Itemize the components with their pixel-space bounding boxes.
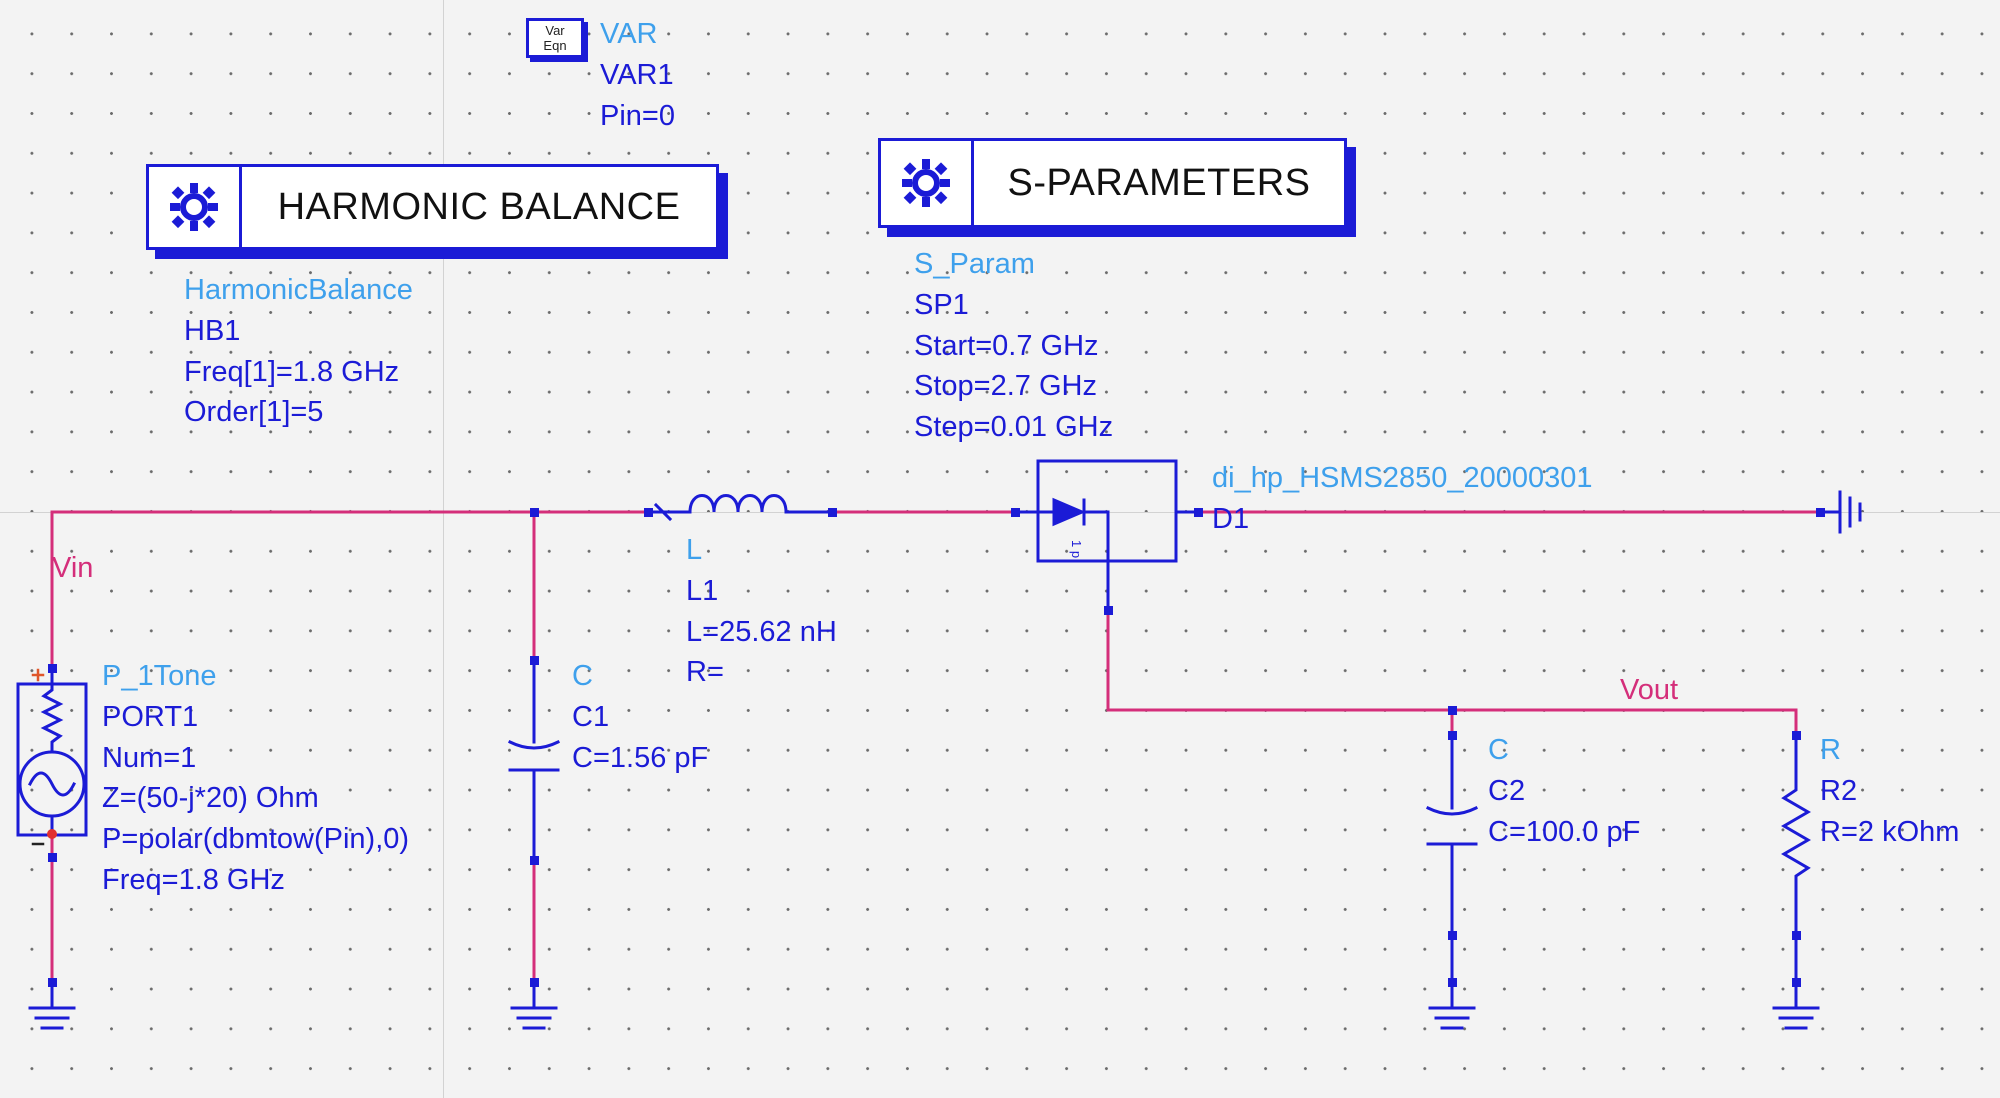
crosshair-vertical: [443, 0, 444, 1098]
s-parameters-controller[interactable]: S-PARAMETERS: [878, 138, 1347, 228]
port-param-p: P=polar(dbmtow(Pin),0): [102, 823, 410, 856]
net-label-vin: Vin: [52, 552, 94, 584]
l1-name: L1: [686, 574, 719, 607]
c1-type: C: [572, 660, 593, 692]
capacitor-c2-symbol[interactable]: [1425, 733, 1479, 984]
port-polarity: [31, 668, 57, 846]
r2-value: R=2 kOhm: [1820, 815, 1960, 848]
s-parameters-label: S_Param SP1 Start=0.7 GHz Stop=2.7 GHz S…: [914, 244, 1113, 448]
port-param-z: Z=(50-j*20) Ohm: [102, 782, 319, 815]
pins: [48, 508, 1825, 987]
harmonic-balance-title: HARMONIC BALANCE: [277, 185, 681, 228]
diode-pin-text: 1 p: [1069, 540, 1084, 558]
hb-param-order: Order[1]=5: [184, 396, 324, 429]
diode-d1-symbol[interactable]: [1013, 459, 1200, 612]
c2-type: C: [1488, 734, 1509, 766]
l1-label: L L1 L=25.62 nH R=: [686, 530, 837, 693]
resistor-r2-symbol[interactable]: [1781, 733, 1811, 984]
port-param-freq: Freq=1.8 GHz: [102, 863, 285, 896]
diode-model: di_hp_HSMS2850_20000301: [1212, 462, 1593, 494]
diode-label: di_hp_HSMS2850_20000301 D1: [1212, 458, 1593, 540]
l1-type: L: [686, 534, 703, 566]
sp-name: SP1: [914, 288, 969, 321]
c1-label: C C1 C=1.56 pF: [572, 656, 708, 778]
var-name: VAR1: [600, 58, 674, 91]
c1-value: C=1.56 pF: [572, 741, 709, 774]
l1-value: L=25.62 nH: [686, 615, 837, 648]
ground-r2-icon: [1772, 980, 1820, 1030]
r2-label: R R2 R=2 kOhm: [1820, 730, 1959, 852]
diode-name: D1: [1212, 502, 1250, 535]
hb-param-freq: Freq[1]=1.8 GHz: [184, 355, 400, 388]
sp-param-step: Step=0.01 GHz: [914, 411, 1114, 444]
s-parameters-title: S-PARAMETERS: [1007, 161, 1311, 204]
c2-label: C C2 C=100.0 pF: [1488, 730, 1640, 852]
sp-param-start: Start=0.7 GHz: [914, 329, 1099, 362]
c1-name: C1: [572, 700, 610, 733]
r2-type: R: [1820, 734, 1841, 766]
l1-r: R=: [686, 656, 724, 689]
net-label-vout: Vout: [1620, 674, 1679, 706]
port-param-num: Num=1: [102, 741, 197, 774]
port-source-symbol[interactable]: [16, 666, 88, 837]
ground-port-icon: [28, 980, 76, 1030]
port-type: P_1Tone: [102, 660, 217, 692]
var-param: Pin=0: [600, 99, 675, 132]
r2-name: R2: [1820, 774, 1858, 807]
hb-type: HarmonicBalance: [184, 274, 413, 306]
port-label: P_1Tone PORT1 Num=1 Z=(50-j*20) Ohm P=po…: [102, 656, 409, 901]
ground-c2-icon: [1428, 980, 1476, 1030]
var-type: VAR: [600, 18, 658, 50]
harmonic-balance-controller[interactable]: HARMONIC BALANCE: [146, 164, 719, 250]
c2-value: C=100.0 pF: [1488, 815, 1641, 848]
c2-name: C2: [1488, 774, 1526, 807]
ground-c1-icon: [510, 980, 558, 1030]
var-label: VAR VAR1 Pin=0: [600, 14, 675, 136]
wire-vin-top: [50, 510, 650, 670]
port-name: PORT1: [102, 700, 199, 733]
gear-icon: [149, 167, 242, 247]
inductor-l1-symbol[interactable]: [646, 494, 834, 522]
gear-icon: [881, 141, 974, 225]
ground-diode-icon: [1818, 490, 1862, 534]
sp-param-stop: Stop=2.7 GHz: [914, 370, 1097, 403]
sp-type: S_Param: [914, 248, 1035, 280]
var-eqn-icon[interactable]: Var Eqn: [526, 18, 584, 58]
hb-name: HB1: [184, 314, 241, 347]
wires: [50, 510, 1822, 984]
harmonic-balance-label: HarmonicBalance HB1 Freq[1]=1.8 GHz Orde…: [184, 270, 413, 433]
capacitor-c1-symbol[interactable]: [507, 658, 561, 862]
